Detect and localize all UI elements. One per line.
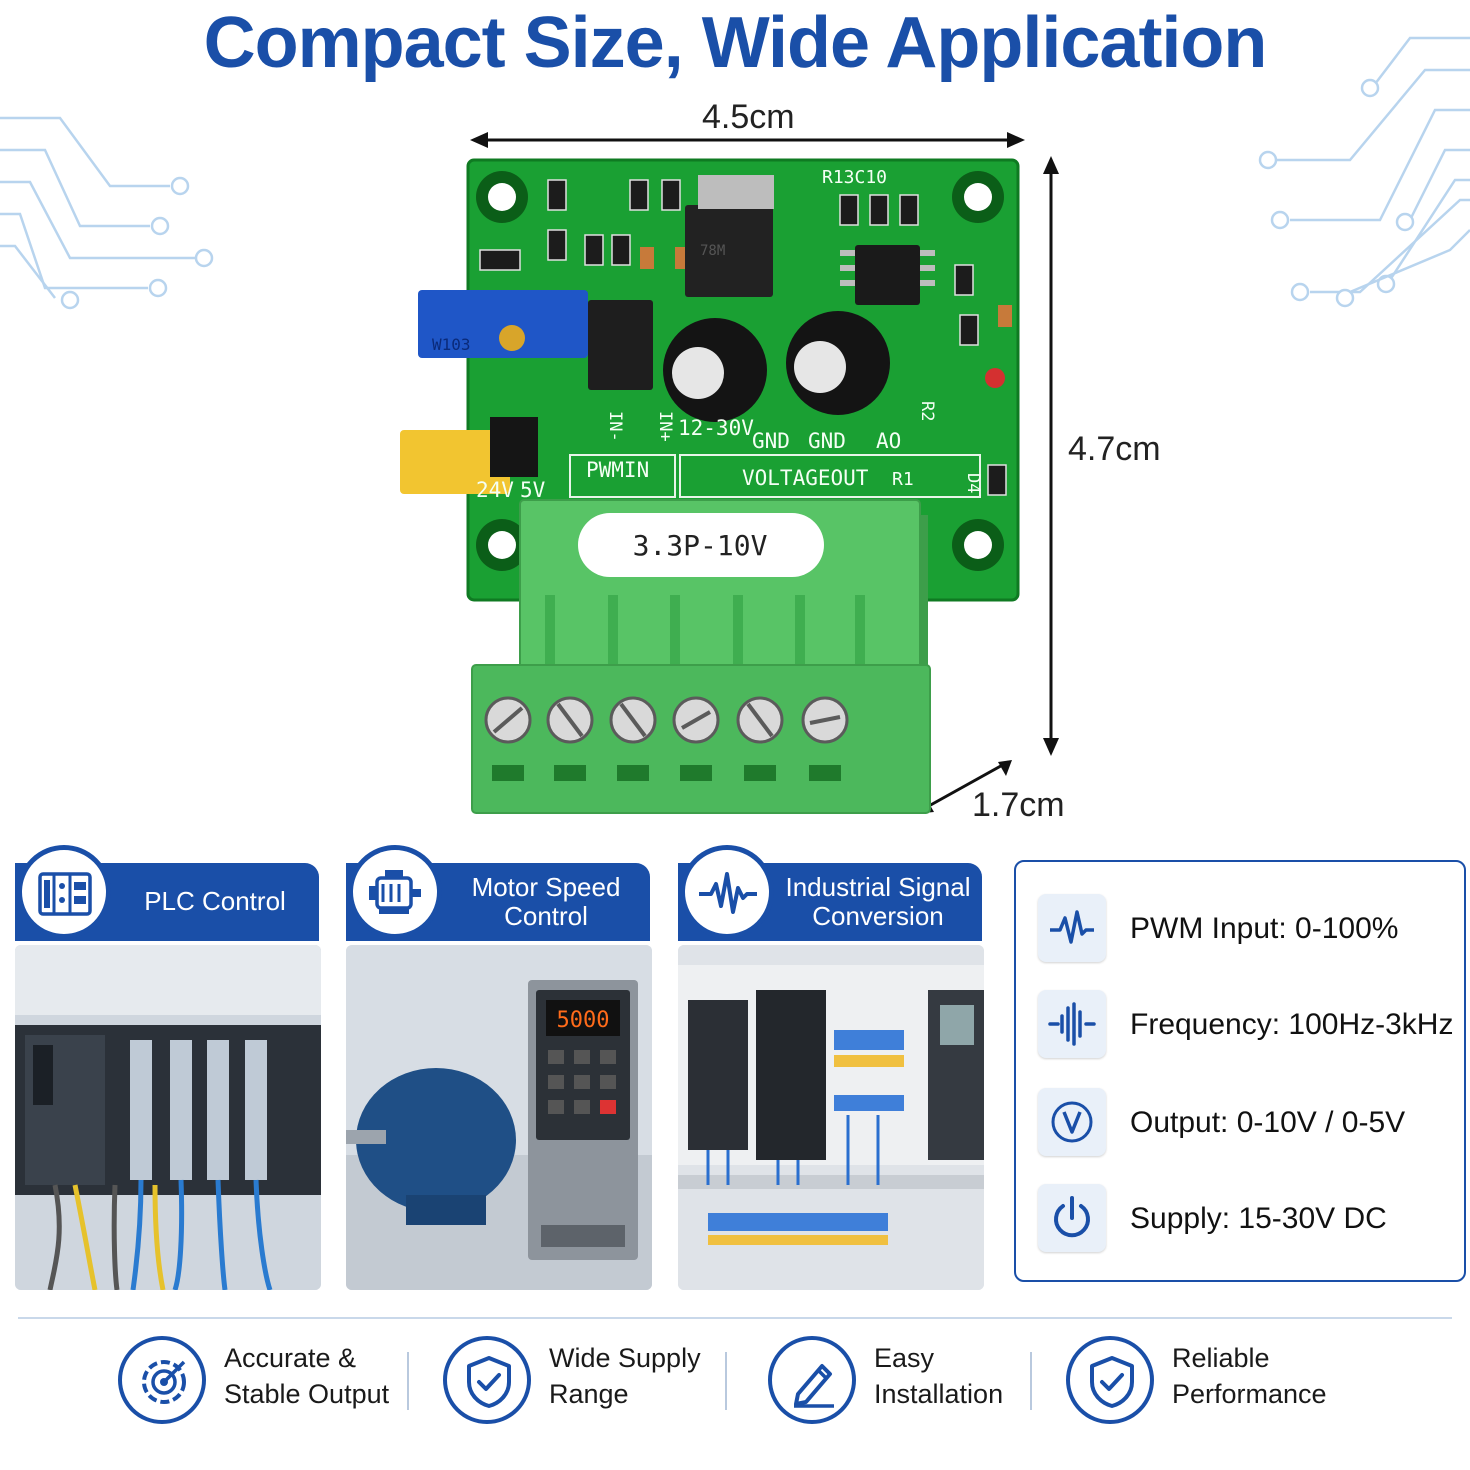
shield-check-icon — [467, 1356, 511, 1408]
spec-supply: Supply: 15-30V DC — [1130, 1202, 1387, 1235]
pcb-text-in-plus: IN+ — [655, 411, 675, 442]
vfd-display: 5000 — [557, 1008, 610, 1033]
module-label: 3.3P-10V — [633, 529, 768, 562]
pcb-text-pwmin: PWMIN — [586, 458, 649, 482]
pcb-text-supply: 12-30V — [678, 416, 754, 440]
specifications-panel: PWM Input: 0-100% Frequency: 100Hz-3kHz … — [1014, 860, 1466, 1282]
pcb-text-ao: AO — [876, 429, 901, 453]
application-card-plc: PLC Control — [15, 845, 321, 1290]
voltage-icon — [1051, 1101, 1093, 1143]
frequency-icon — [1048, 1002, 1096, 1046]
pcb-text-5v: 5V — [520, 478, 546, 502]
spec-row: Output: 0-10V / 0-5V — [1038, 1088, 1458, 1158]
motor-drive-photo: 5000 — [346, 945, 652, 1290]
height-dimension-arrow — [1043, 156, 1059, 756]
pwm-converter-module: 78M W103 PWMIN VOLTAGEOUT 12-30V GND GND… — [400, 158, 1020, 814]
feature-easy-installation: Easy Installation — [768, 1336, 1018, 1436]
pcb-text-r13c10: R13C10 — [822, 167, 887, 188]
pcb-text-voltageout: VOLTAGEOUT — [742, 466, 869, 490]
pcb-text-in-minus: IN- — [605, 411, 625, 442]
regulator-mark: 78M — [700, 243, 725, 259]
section-divider — [18, 1317, 1452, 1319]
control-panel-photo — [678, 945, 984, 1290]
feature-accurate-output: Accurate & Stable Output — [118, 1336, 398, 1436]
trimmer-mark: W103 — [432, 335, 471, 354]
page-title: Compact Size, Wide Application — [203, 3, 1268, 83]
shield-check-icon — [1090, 1356, 1134, 1408]
motor-icon — [369, 870, 421, 914]
spec-output: Output: 0-10V / 0-5V — [1130, 1106, 1406, 1139]
circuit-lines-right — [1258, 36, 1470, 308]
spec-row: PWM Input: 0-100% — [1038, 894, 1458, 964]
target-gear-icon — [142, 1360, 186, 1404]
plc-cabinet-photo — [15, 945, 321, 1290]
power-icon — [1054, 1196, 1090, 1238]
pcb-text-gnd-2: GND — [808, 429, 846, 453]
width-dimension-arrow — [470, 132, 1025, 148]
plc-module-icon — [38, 872, 92, 916]
pcb-text-gnd-1: GND — [752, 429, 790, 453]
height-label: 4.7cm — [1068, 430, 1161, 468]
pcb-text-24v: 24V — [476, 478, 514, 502]
waveform-icon — [699, 872, 757, 914]
feature-separator — [725, 1352, 727, 1410]
pen-edit-icon — [794, 1364, 834, 1408]
pcb-text-d4: D4 — [963, 473, 983, 493]
pulse-icon — [1050, 910, 1094, 944]
spec-row: Frequency: 100Hz-3kHz — [1038, 990, 1458, 1060]
circuit-lines-left — [0, 116, 214, 310]
pcb-text-r2: R2 — [917, 401, 937, 421]
width-label: 4.5cm — [702, 98, 795, 136]
application-title: PLC Control — [144, 886, 286, 917]
feature-separator — [1030, 1352, 1032, 1410]
spec-frequency: Frequency: 100Hz-3kHz — [1130, 1008, 1454, 1041]
feature-wide-supply: Wide Supply Range — [443, 1336, 713, 1436]
feature-reliable-performance: Reliable Performance — [1066, 1336, 1346, 1436]
depth-label: 1.7cm — [972, 786, 1065, 824]
pcb-text-r1: R1 — [892, 469, 914, 490]
spec-row: Supply: 15-30V DC — [1038, 1184, 1458, 1254]
spec-pwm-input: PWM Input: 0-100% — [1130, 912, 1399, 945]
feature-separator — [407, 1352, 409, 1410]
